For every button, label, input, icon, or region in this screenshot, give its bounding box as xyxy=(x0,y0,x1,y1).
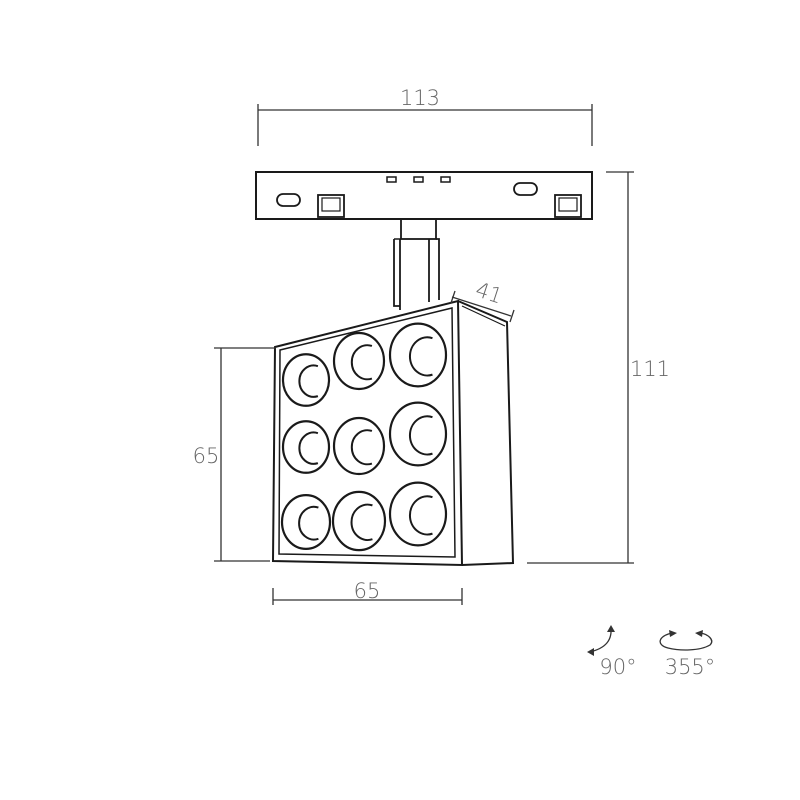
head-width-label: 65 xyxy=(354,579,381,603)
dimension-total-height: 111 xyxy=(527,171,670,564)
dimension-head-height: 65 xyxy=(193,347,276,562)
pan-rotation-icon: 355° xyxy=(659,630,716,679)
light-head xyxy=(271,299,515,567)
tilt-angle-label: 90° xyxy=(599,655,636,679)
lens xyxy=(332,331,386,391)
track-adapter xyxy=(255,171,593,220)
rail-width-label: 113 xyxy=(400,86,440,110)
lens xyxy=(388,401,448,467)
head-depth-label: 41 xyxy=(473,277,506,308)
lens-grid xyxy=(280,322,448,552)
lens xyxy=(281,353,331,407)
mounting-stem xyxy=(393,218,440,310)
lens xyxy=(332,416,386,476)
dimension-rail-width: 113 xyxy=(257,86,593,146)
lens xyxy=(388,322,448,388)
head-height-label: 65 xyxy=(193,444,220,468)
lens xyxy=(388,481,448,547)
pan-angle-label: 355° xyxy=(665,655,716,679)
lens xyxy=(281,420,331,474)
lens xyxy=(331,490,387,552)
tilt-rotation-icon: 90° xyxy=(587,625,637,679)
lens xyxy=(280,494,332,550)
dimension-head-width: 65 xyxy=(272,579,463,605)
total-height-label: 111 xyxy=(630,357,670,381)
